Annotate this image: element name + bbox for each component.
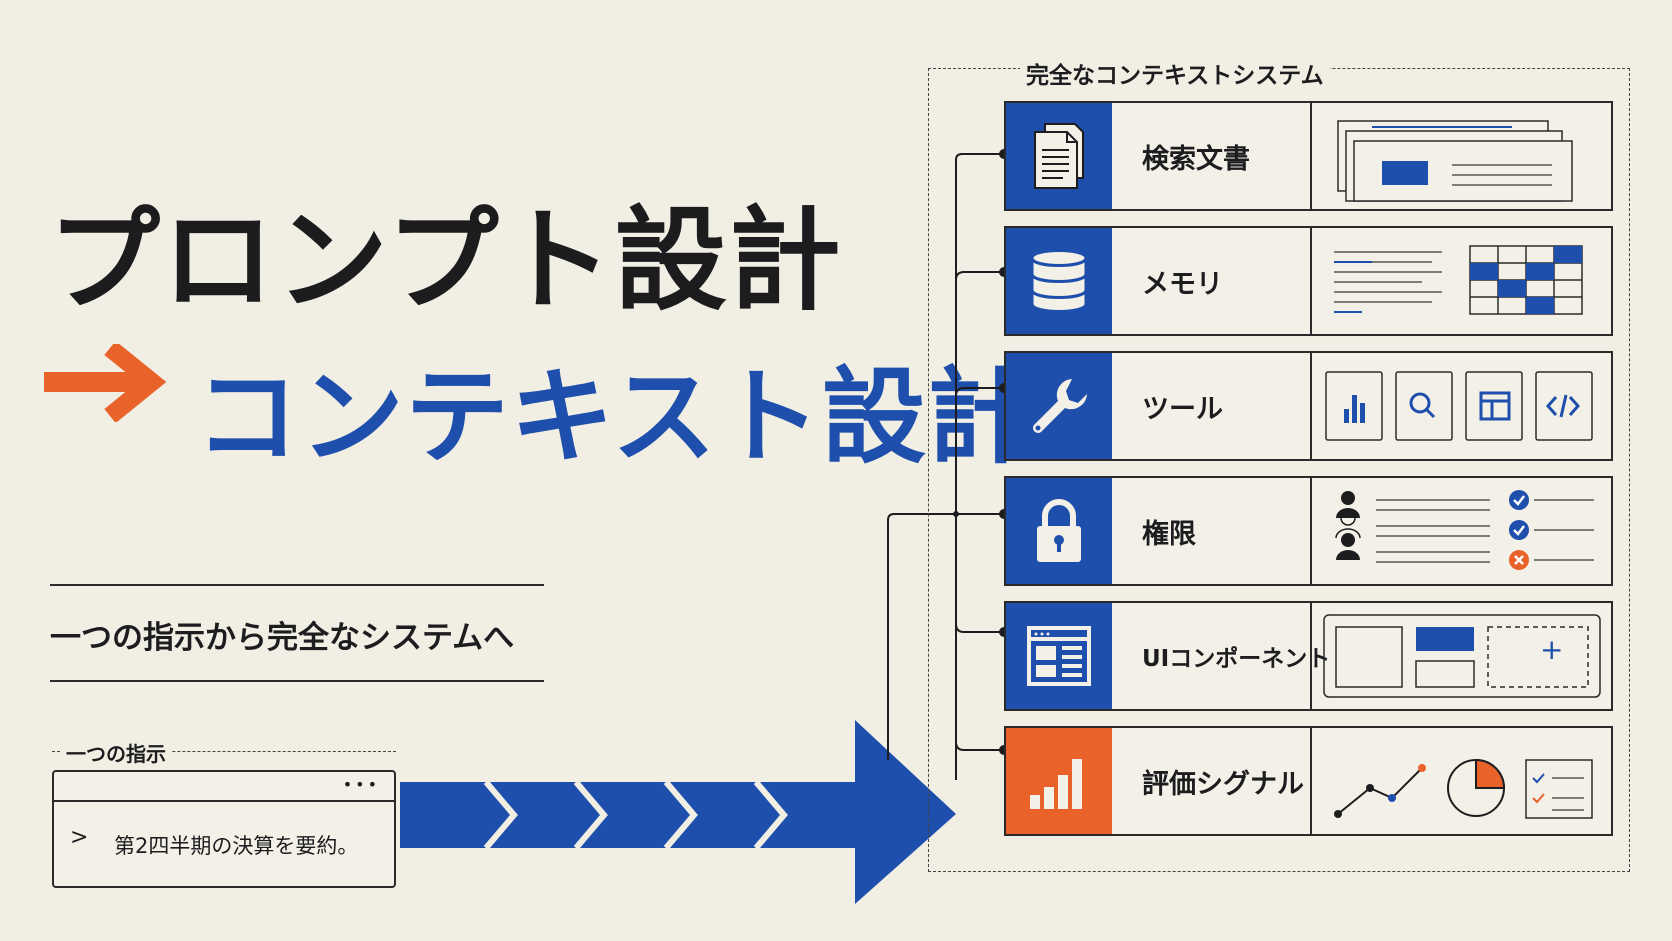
layout-window-icon bbox=[1006, 603, 1112, 709]
bar-chart-icon bbox=[1006, 728, 1112, 834]
prompt-titlebar: ••• bbox=[54, 772, 394, 802]
chevron-right-icon: > bbox=[70, 825, 89, 850]
component-row-tools: ツール bbox=[1004, 351, 1613, 461]
component-row-evaluation: 評価シグナル bbox=[1004, 726, 1613, 836]
context-system-title: 完全なコンテキストシステム bbox=[1020, 56, 1330, 90]
component-label-memory: メモリ bbox=[1112, 228, 1312, 334]
subtitle: 一つの指示から完全なシステムへ bbox=[50, 620, 515, 656]
title-context-design: コンテキスト設計 bbox=[195, 356, 1032, 478]
prompt-label-frame bbox=[52, 751, 396, 752]
component-label-documents: 検索文書 bbox=[1112, 103, 1312, 209]
component-row-memory: メモリ bbox=[1004, 226, 1613, 336]
component-label-permissions: 権限 bbox=[1112, 478, 1312, 584]
component-row-ui-components: UIコンポーネント + bbox=[1004, 601, 1613, 711]
component-label-ui-components: UIコンポーネント bbox=[1112, 603, 1330, 709]
database-icon bbox=[1006, 228, 1112, 334]
title-prompt-design: プロンプト設計 bbox=[48, 196, 843, 326]
lock-icon bbox=[1006, 478, 1112, 584]
component-row-permissions: 権限 bbox=[1004, 476, 1613, 586]
add-plus-icon: + bbox=[1540, 633, 1564, 666]
wrench-icon bbox=[1006, 353, 1112, 459]
permissions-illustration bbox=[1312, 478, 1611, 584]
component-label-tools: ツール bbox=[1112, 353, 1312, 459]
flow-arrow bbox=[400, 720, 956, 904]
evaluation-illustration bbox=[1312, 728, 1611, 834]
divider-top bbox=[50, 584, 544, 586]
arrow-right-icon bbox=[44, 344, 167, 422]
prompt-window: ••• > 第2四半期の決算を要約。 bbox=[52, 770, 396, 888]
documents-illustration bbox=[1312, 103, 1611, 209]
ui-components-illustration: + bbox=[1312, 603, 1611, 709]
prompt-text: 第2四半期の決算を要約。 bbox=[114, 834, 359, 858]
memory-illustration bbox=[1312, 228, 1611, 334]
tools-illustration bbox=[1312, 353, 1611, 459]
flow-chevrons bbox=[483, 780, 788, 850]
prompt-label: 一つの指示 bbox=[60, 738, 172, 767]
window-dots-icon: ••• bbox=[342, 775, 380, 794]
bar-chart-tool-icon bbox=[1344, 395, 1365, 423]
component-row-documents: 検索文書 bbox=[1004, 101, 1613, 211]
component-label-evaluation: 評価シグナル bbox=[1112, 728, 1312, 834]
document-icon bbox=[1006, 103, 1112, 209]
divider-bottom bbox=[50, 680, 544, 682]
